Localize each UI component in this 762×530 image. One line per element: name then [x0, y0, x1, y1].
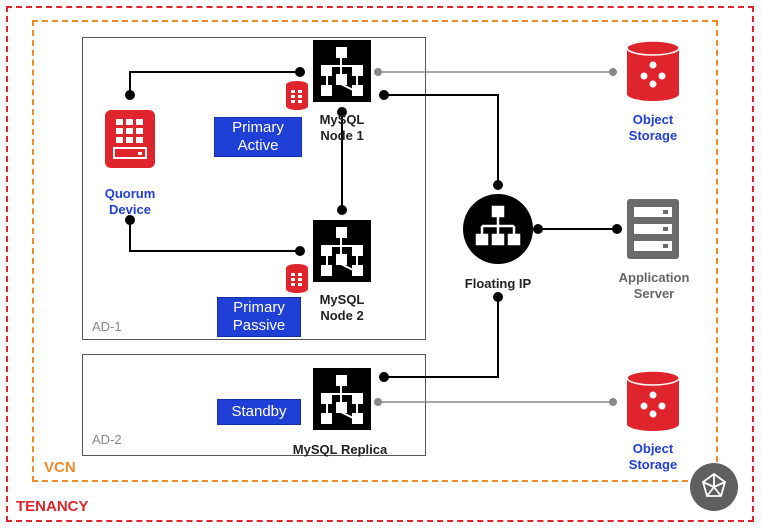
replica-status-badge: Standby	[217, 399, 301, 425]
vcn-icon	[690, 463, 738, 511]
tenancy-boundary	[6, 6, 754, 522]
application-server-icon	[627, 199, 679, 259]
vcn-boundary	[32, 20, 718, 482]
mysql-replica-icon	[313, 368, 371, 430]
vcn-label: VCN	[44, 459, 76, 476]
line-node1-floatingip	[384, 94, 499, 185]
database-icon-node1	[286, 81, 308, 110]
ad2-box	[82, 354, 426, 456]
ad2-label: AD-2	[92, 432, 122, 447]
floating-ip-icon	[463, 194, 533, 264]
mysql-node1-icon	[313, 40, 371, 102]
mysql-replica-label: MySQL Replica	[292, 442, 388, 457]
line-quorum-node2	[129, 220, 300, 252]
ad1-box	[82, 37, 426, 340]
ad1-label: AD-1	[92, 319, 122, 334]
floating-ip-label: Floating IP	[464, 276, 532, 291]
database-icon-node2	[286, 264, 308, 293]
object-storage-top-icon	[626, 40, 680, 101]
quorum-device-icon	[105, 110, 155, 168]
tenancy-label: TENANCY	[16, 498, 89, 515]
mysql-node2-icon	[313, 220, 371, 282]
object-storage-bottom-icon	[626, 370, 680, 431]
line-quorum-node1	[129, 71, 300, 95]
line-replica-floatingip	[384, 297, 499, 378]
